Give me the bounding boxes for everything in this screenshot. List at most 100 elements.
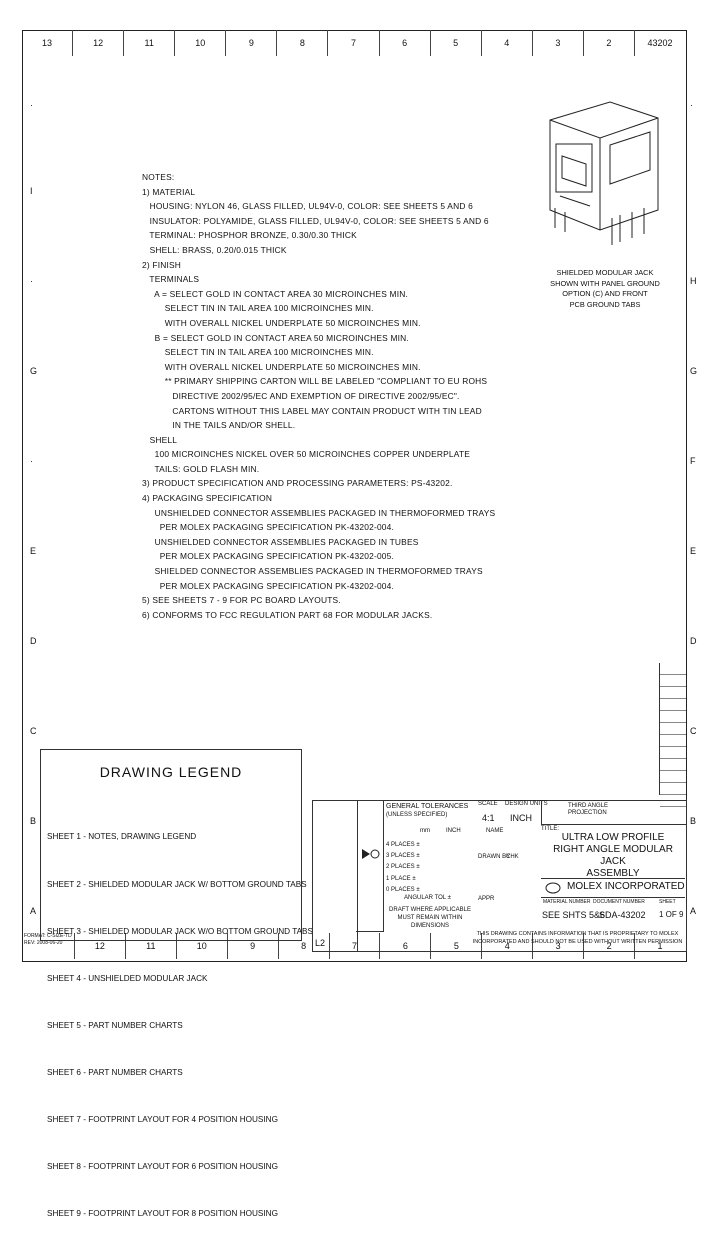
zone-col: 6 <box>380 30 431 56</box>
format-note: FORMAT: C-SIZE-TD REV: 2008-06-20 <box>22 933 75 959</box>
zone-col: 10 <box>177 933 228 959</box>
company-name: MOLEX INCORPORATED <box>567 881 685 892</box>
scale-value: 4:1 <box>482 813 495 823</box>
inch-label: INCH <box>446 828 461 834</box>
zone-col: 5 <box>431 30 482 56</box>
row-mark: C <box>30 726 37 736</box>
legend-item: SHEET 8 - FOOTPRINT LAYOUT FOR 6 POSITIO… <box>47 1162 278 1172</box>
tolerance-row: 3 PLACES ± <box>386 853 420 860</box>
row-mark: · <box>30 276 33 286</box>
general-tolerances: GENERAL TOLERANCES <box>386 803 469 810</box>
zone-col: 5 <box>431 933 483 959</box>
scale-label: SCALE <box>478 801 498 807</box>
row-mark: D <box>690 636 697 646</box>
document-number: SDA-43202 <box>599 910 646 920</box>
zone-col: 2 <box>584 933 636 959</box>
legend-item: SHEET 4 - UNSHIELDED MODULAR JACK <box>47 973 208 983</box>
drawn-by-label: DRAWN BY <box>478 854 511 860</box>
sheet-number: 1 OF 9 <box>659 910 684 919</box>
title-line: ASSEMBLY <box>586 868 640 879</box>
zone-col: 2 <box>584 30 635 56</box>
document-number-label: DOCUMENT NUMBER <box>593 899 645 905</box>
unless-specified: (UNLESS SPECIFIED) <box>386 812 448 818</box>
row-mark: A <box>690 906 697 916</box>
image-caption: SHIELDED MODULAR JACK SHOWN WITH PANEL G… <box>550 268 660 309</box>
row-mark: G <box>30 366 38 376</box>
zone-col: 4 <box>482 30 533 56</box>
zone-col: 6 <box>380 933 432 959</box>
number-row: MATERIAL NUMBER DOCUMENT NUMBER SHEET SE… <box>541 897 685 931</box>
zone-col: 9 <box>228 933 279 959</box>
zone-col: 8 <box>279 933 330 959</box>
zone-col: 3 <box>533 30 584 56</box>
legend-item: SHEET 5 - PART NUMBER CHARTS <box>47 1020 183 1030</box>
row-mark: E <box>690 546 697 556</box>
row-mark: D <box>30 636 37 646</box>
title-label: TITLE: <box>541 826 560 832</box>
drawing-title: ULTRA LOW PROFILE RIGHT ANGLE MODULAR JA… <box>541 832 685 880</box>
legend-item: SHEET 1 - NOTES, DRAWING LEGEND <box>47 832 197 842</box>
drawing-frame <box>22 30 687 962</box>
zone-col: 12 <box>73 30 125 56</box>
design-units: INCH <box>510 813 532 823</box>
tolerance-row: 1 PLACE ± <box>386 875 416 882</box>
drawing-legend: DRAWING LEGEND SHEET 1 - NOTES, DRAWING … <box>40 749 313 1218</box>
approval-strip: L2 <box>312 800 358 952</box>
projection-box <box>356 800 384 932</box>
row-mark: C <box>690 726 697 736</box>
zone-col: 8 <box>277 30 329 56</box>
zone-col: 7 <box>330 933 381 959</box>
mm-label: mm <box>420 828 430 834</box>
title-line: RIGHT ANGLE MODULAR JACK <box>553 844 673 867</box>
row-mark: E <box>30 546 37 556</box>
row-mark: A <box>30 906 37 916</box>
company-row: MOLEX INCORPORATED <box>541 878 685 897</box>
row-mark: · <box>690 100 693 110</box>
checked-label: CHK <box>506 854 519 860</box>
legend-item: SHEET 9 - FOOTPRINT LAYOUT FOR 8 POSITIO… <box>47 1209 278 1219</box>
zone-col: 13 <box>22 30 74 56</box>
proprietary-note: THIS DRAWING CONTAINS INFORMATION THAT I… <box>472 931 683 945</box>
sheet-label: SHEET <box>659 899 676 905</box>
modular-jack-drawing <box>549 101 659 245</box>
row-mark: H <box>690 276 697 286</box>
molex-logo-icon <box>545 882 561 894</box>
row-mark: B <box>690 816 697 826</box>
legend-list: SHEET 1 - NOTES, DRAWING LEGEND SHEET 2 … <box>47 798 313 1253</box>
tolerance-row: 2 PLACES ± <box>386 864 420 871</box>
row-mark: B <box>30 816 37 826</box>
dims-note: DRAFT WHERE APPLICABLE MUST REMAIN WITHI… <box>389 907 471 929</box>
legend-item: SHEET 7 - FOOTPRINT LAYOUT FOR 4 POSITIO… <box>47 1115 278 1125</box>
legend-item: SHEET 2 - SHIELDED MODULAR JACK W/ BOTTO… <box>47 879 307 889</box>
third-angle-label: THIRD ANGLE PROJECTION <box>568 803 609 816</box>
zone-col: 11 <box>124 30 176 56</box>
approved-label: APPR <box>478 896 495 902</box>
see-sheets: SEE SHTS 5&6 <box>542 910 606 920</box>
tolerance-row: 0 PLACES ± <box>386 886 420 893</box>
revision-column <box>659 663 686 807</box>
row-mark: I <box>30 186 33 196</box>
rev-letter: L2 <box>315 938 326 948</box>
zone-strip-bottom: FORMAT: C-SIZE-TD REV: 2008-06-20 12 11 … <box>22 933 685 959</box>
corner-doc-number: 43202 <box>647 38 673 48</box>
zone-col: 4 <box>482 933 534 959</box>
zone-col: 7 <box>328 30 380 56</box>
zone-col: 11 <box>126 933 177 959</box>
row-mark: · <box>30 456 33 466</box>
tolerance-rows: 4 PLACES ± 3 PLACES ± 2 PLACES ± 1 PLACE… <box>386 840 420 896</box>
projection-icon <box>362 849 380 859</box>
zone-col: 1 <box>657 941 663 951</box>
row-mark: F <box>690 456 696 466</box>
design-units-label: DESIGN UNITS <box>505 801 548 807</box>
projection-header: THIRD ANGLE PROJECTION <box>541 800 686 825</box>
legend-title: DRAWING LEGEND <box>99 764 243 780</box>
legend-item: SHEET 6 - PART NUMBER CHARTS <box>47 1067 183 1077</box>
angular-tol: ANGULAR TOL ± <box>404 895 451 901</box>
material-label: MATERIAL NUMBER <box>543 899 591 905</box>
title-line: ULTRA LOW PROFILE <box>561 832 665 843</box>
legend-item: SHEET 3 - SHIELDED MODULAR JACK W/O BOTT… <box>47 926 313 936</box>
zone-col: 12 <box>75 933 126 959</box>
zone-col: 3 <box>533 933 585 959</box>
tolerance-row: 4 PLACES ± <box>386 842 420 848</box>
zone-col: 9 <box>226 30 278 56</box>
